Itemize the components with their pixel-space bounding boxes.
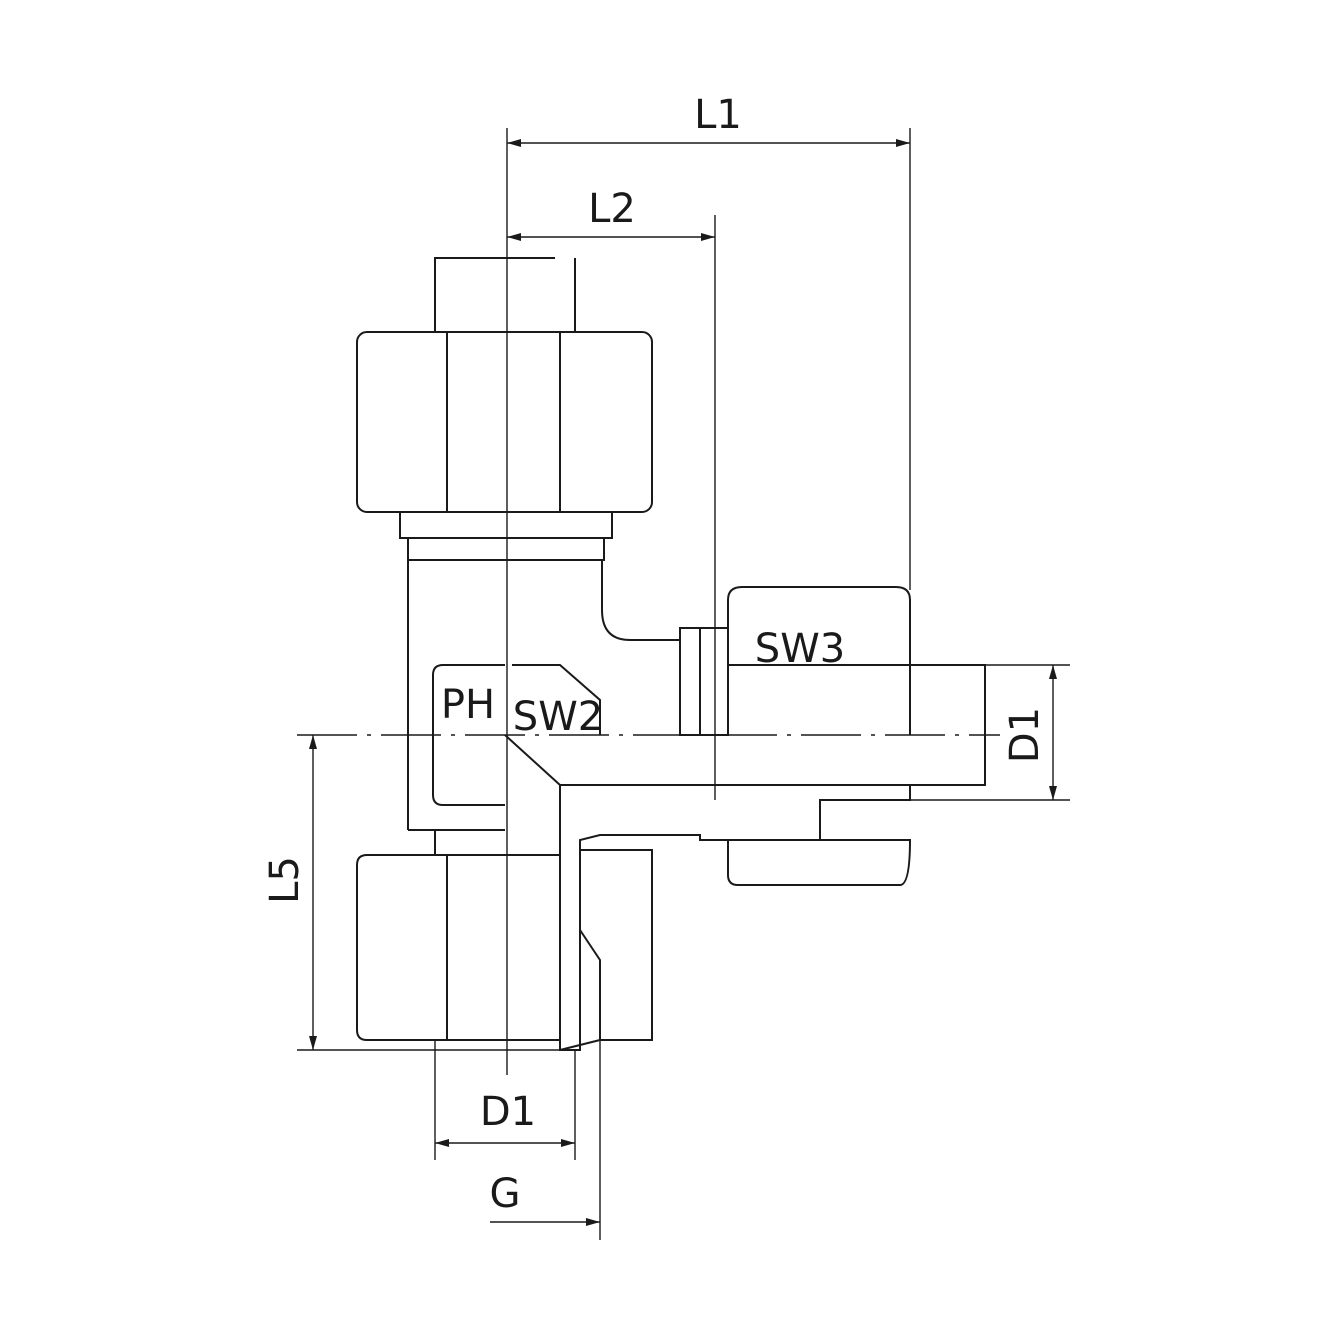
right-nut: SW3 bbox=[727, 586, 911, 735]
label-ph: PH bbox=[441, 682, 495, 728]
label-l5: L5 bbox=[262, 856, 308, 904]
top-tube bbox=[434, 257, 576, 332]
section-hatch bbox=[559, 784, 912, 1051]
label-sw3: SW3 bbox=[755, 626, 845, 672]
dimension-d1-right: D1 bbox=[910, 664, 1070, 801]
dimension-d1-bottom: D1 bbox=[434, 1040, 576, 1160]
dimension-g: G bbox=[490, 1040, 601, 1240]
label-d1-bottom: D1 bbox=[480, 1089, 536, 1135]
top-nut bbox=[356, 331, 653, 561]
dimension-l5: L5 bbox=[262, 735, 560, 1051]
label-sw2: SW2 bbox=[513, 694, 603, 740]
bottom-nut bbox=[356, 830, 560, 1041]
label-d1-right: D1 bbox=[1002, 707, 1048, 763]
label-g: G bbox=[490, 1171, 521, 1217]
ph-sw2-region: PH SW2 bbox=[432, 664, 603, 806]
dimension-l1: L1 bbox=[506, 92, 911, 1075]
fitting-body bbox=[407, 560, 729, 831]
label-l1: L1 bbox=[694, 92, 742, 138]
label-l2: L2 bbox=[588, 186, 636, 232]
horizontal-tube bbox=[297, 664, 1000, 786]
dimension-l2: L2 bbox=[507, 186, 716, 800]
